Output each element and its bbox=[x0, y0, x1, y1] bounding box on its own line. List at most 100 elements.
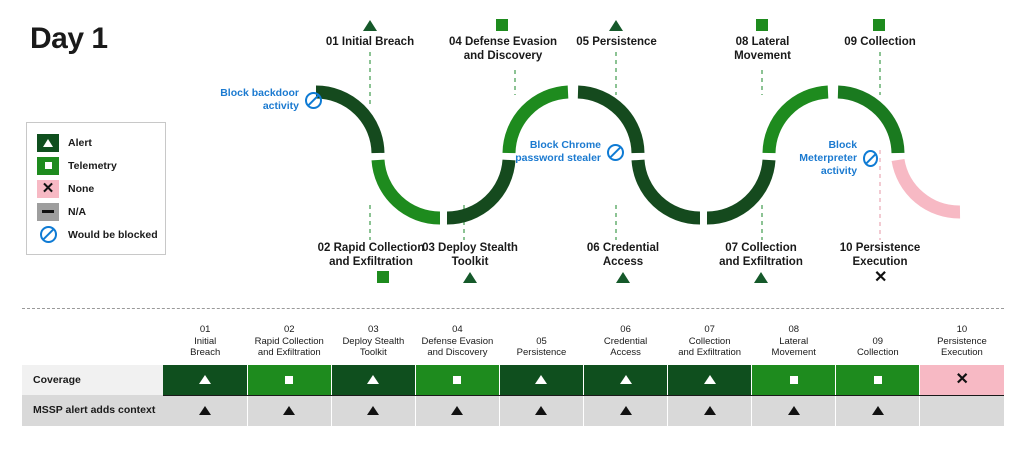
chain-segment-10 bbox=[891, 158, 961, 219]
telemetry-square-icon bbox=[873, 375, 882, 384]
mssp-cell-07[interactable] bbox=[667, 395, 753, 426]
legend-label: Telemetry bbox=[68, 159, 117, 172]
chain-segment-06 bbox=[631, 159, 701, 225]
coverage-cell-05[interactable] bbox=[499, 364, 585, 396]
col-name: Persistence Execution bbox=[937, 335, 987, 359]
coverage-cell-04[interactable] bbox=[415, 364, 500, 396]
mssp-cell-09[interactable] bbox=[835, 395, 921, 426]
chain-segment-03 bbox=[446, 159, 516, 225]
none-swatch-icon: ✕ bbox=[37, 179, 59, 198]
coverage-cell-01[interactable] bbox=[163, 364, 248, 396]
mssp-cell-06[interactable] bbox=[583, 395, 669, 426]
node-label-04: 04 Defense Evasion and Discovery bbox=[448, 36, 558, 62]
alert-triangle-icon bbox=[198, 406, 211, 415]
mssp-cell-10[interactable] bbox=[919, 395, 1004, 426]
alert-triangle-icon bbox=[367, 375, 380, 384]
legend-item-alert: Alert bbox=[37, 131, 157, 154]
none-x-icon: ✕ bbox=[955, 370, 969, 388]
node-marker-07-triangle bbox=[754, 272, 768, 283]
chain-segment-05 bbox=[577, 85, 645, 154]
chain-segment-09 bbox=[837, 85, 905, 154]
col-name: Deploy Stealth Toolkit bbox=[342, 335, 405, 359]
coverage-cell-10[interactable]: ✕ bbox=[919, 364, 1004, 396]
callout-block-backdoor: Block backdoor activity bbox=[206, 87, 322, 113]
node-marker-06-triangle bbox=[616, 272, 630, 283]
alert-triangle-icon bbox=[283, 406, 296, 415]
mssp-cell-05[interactable] bbox=[499, 395, 585, 426]
col-num: 06 bbox=[620, 324, 631, 335]
telemetry-square-icon bbox=[453, 375, 462, 384]
attack-chain-diagram: 01 Initial Breach 04 Defense Evasion and… bbox=[0, 0, 1024, 300]
node-label-03: 03 Deploy Stealth Toolkit bbox=[422, 242, 518, 268]
callout-text: Block Chrome password stealer bbox=[515, 139, 601, 164]
col-num: 07 bbox=[704, 324, 715, 335]
table-corner-cell bbox=[22, 320, 164, 365]
mssp-cell-02[interactable] bbox=[247, 395, 332, 426]
legend-label: Alert bbox=[68, 136, 92, 149]
mssp-cell-03[interactable] bbox=[331, 395, 416, 426]
alert-triangle-icon bbox=[535, 406, 548, 415]
coverage-cell-09[interactable] bbox=[835, 364, 921, 396]
chain-segment-07 bbox=[706, 159, 776, 225]
node-label-07: 07 Collection and Exfiltration bbox=[719, 242, 803, 268]
callout-text: Block backdoor activity bbox=[220, 87, 299, 112]
node-label-10: 10 Persistence Execution bbox=[839, 242, 921, 268]
coverage-cell-02[interactable] bbox=[247, 364, 332, 396]
col-name: Initial Breach bbox=[190, 335, 221, 359]
node-marker-04-square bbox=[496, 19, 508, 31]
legend-item-telemetry: Telemetry bbox=[37, 154, 157, 177]
legend-panel: Alert Telemetry ✕ None N/A Would be bloc… bbox=[26, 122, 166, 255]
mssp-cell-01[interactable] bbox=[163, 395, 248, 426]
col-num: 02 bbox=[283, 324, 295, 335]
alert-triangle-icon bbox=[198, 375, 211, 384]
no-entry-icon bbox=[607, 143, 624, 161]
col-name: Rapid Collection and Exfiltration bbox=[254, 335, 324, 359]
mssp-cell-04[interactable] bbox=[415, 395, 500, 426]
alert-triangle-icon bbox=[451, 406, 464, 415]
coverage-cell-06[interactable] bbox=[583, 364, 669, 396]
node-label-01: 01 Initial Breach bbox=[325, 36, 415, 48]
col-num: 04 bbox=[452, 324, 463, 335]
node-label-06: 06 Credential Access bbox=[586, 242, 660, 268]
table-row-coverage: Coverage ✕ bbox=[22, 364, 1004, 396]
no-entry-icon bbox=[863, 150, 878, 167]
no-entry-icon bbox=[305, 91, 322, 109]
col-name: Defense Evasion and Discovery bbox=[421, 335, 494, 359]
alert-triangle-icon bbox=[703, 375, 716, 384]
callout-block-chrome: Block Chrome password stealer bbox=[500, 139, 624, 165]
node-label-08: 08 Lateral Movement bbox=[734, 36, 791, 62]
table-row-mssp: MSSP alert adds context bbox=[22, 395, 1004, 426]
coverage-cell-08[interactable] bbox=[751, 364, 837, 396]
row-label-coverage: Coverage bbox=[22, 364, 164, 395]
col-name: Collection bbox=[856, 347, 899, 358]
alert-triangle-icon bbox=[367, 406, 380, 415]
legend-label: N/A bbox=[68, 205, 87, 218]
legend-item-blocked: Would be blocked bbox=[37, 223, 158, 246]
callout-block-meterpreter: Block Meterpreter activity bbox=[782, 139, 878, 178]
node-label-09: 09 Collection bbox=[844, 36, 916, 48]
telemetry-swatch-icon bbox=[37, 156, 59, 175]
mssp-cell-08[interactable] bbox=[751, 395, 837, 426]
row-label-mssp: MSSP alert adds context bbox=[22, 395, 164, 426]
chain-path-svg bbox=[315, 52, 961, 240]
coverage-cell-07[interactable] bbox=[667, 364, 753, 396]
node-marker-03-triangle bbox=[463, 272, 477, 283]
col-name: Credential Access bbox=[603, 335, 648, 359]
node-marker-01-triangle bbox=[363, 20, 377, 31]
col-num: 05 bbox=[536, 335, 547, 347]
telemetry-square-icon bbox=[789, 375, 798, 384]
alert-triangle-icon bbox=[619, 375, 632, 384]
coverage-cell-03[interactable] bbox=[331, 364, 416, 396]
